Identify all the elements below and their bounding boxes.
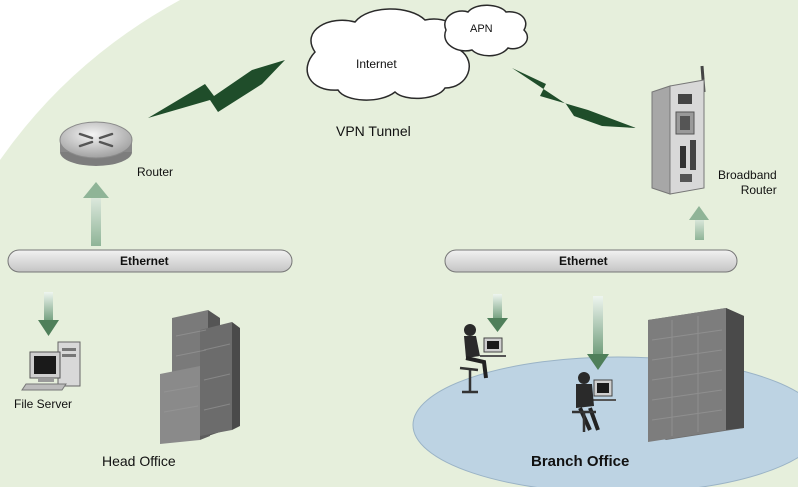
branch-office-label: Branch Office [531, 453, 630, 470]
vpn-tunnel-label: VPN Tunnel [336, 123, 411, 139]
arrow-up-icon [83, 182, 109, 246]
lightning-bolt-left [148, 60, 285, 118]
office-building-icon [160, 310, 240, 444]
head-office-label: Head Office [102, 453, 176, 469]
router-label: Router [137, 165, 174, 179]
internet-label: Internet [356, 57, 397, 71]
router-icon [59, 121, 133, 166]
cloud-icon [306, 8, 470, 101]
arrow-down-icon [38, 292, 59, 336]
person-at-computer-icon [459, 324, 506, 394]
broadband-router-label: Broadband Router [718, 168, 777, 197]
arrow-up-icon [689, 206, 709, 240]
person-at-computer-icon [572, 372, 616, 432]
arrow-down-icon [587, 296, 609, 370]
lightning-bolt-right [512, 68, 636, 128]
desktop-computer-icon [21, 341, 81, 391]
ethernet-bar-right [444, 249, 738, 273]
broadband-router-device-icon [651, 65, 706, 195]
ethernet-left-label: Ethernet [120, 254, 169, 268]
apn-label: APN [470, 23, 493, 35]
file-server-label: File Server [14, 397, 73, 411]
ethernet-right-label: Ethernet [559, 254, 608, 268]
arrow-down-icon [487, 294, 508, 332]
office-building-icon [648, 308, 744, 442]
cloud-icon [444, 4, 529, 57]
ethernet-bar-left [7, 249, 293, 273]
